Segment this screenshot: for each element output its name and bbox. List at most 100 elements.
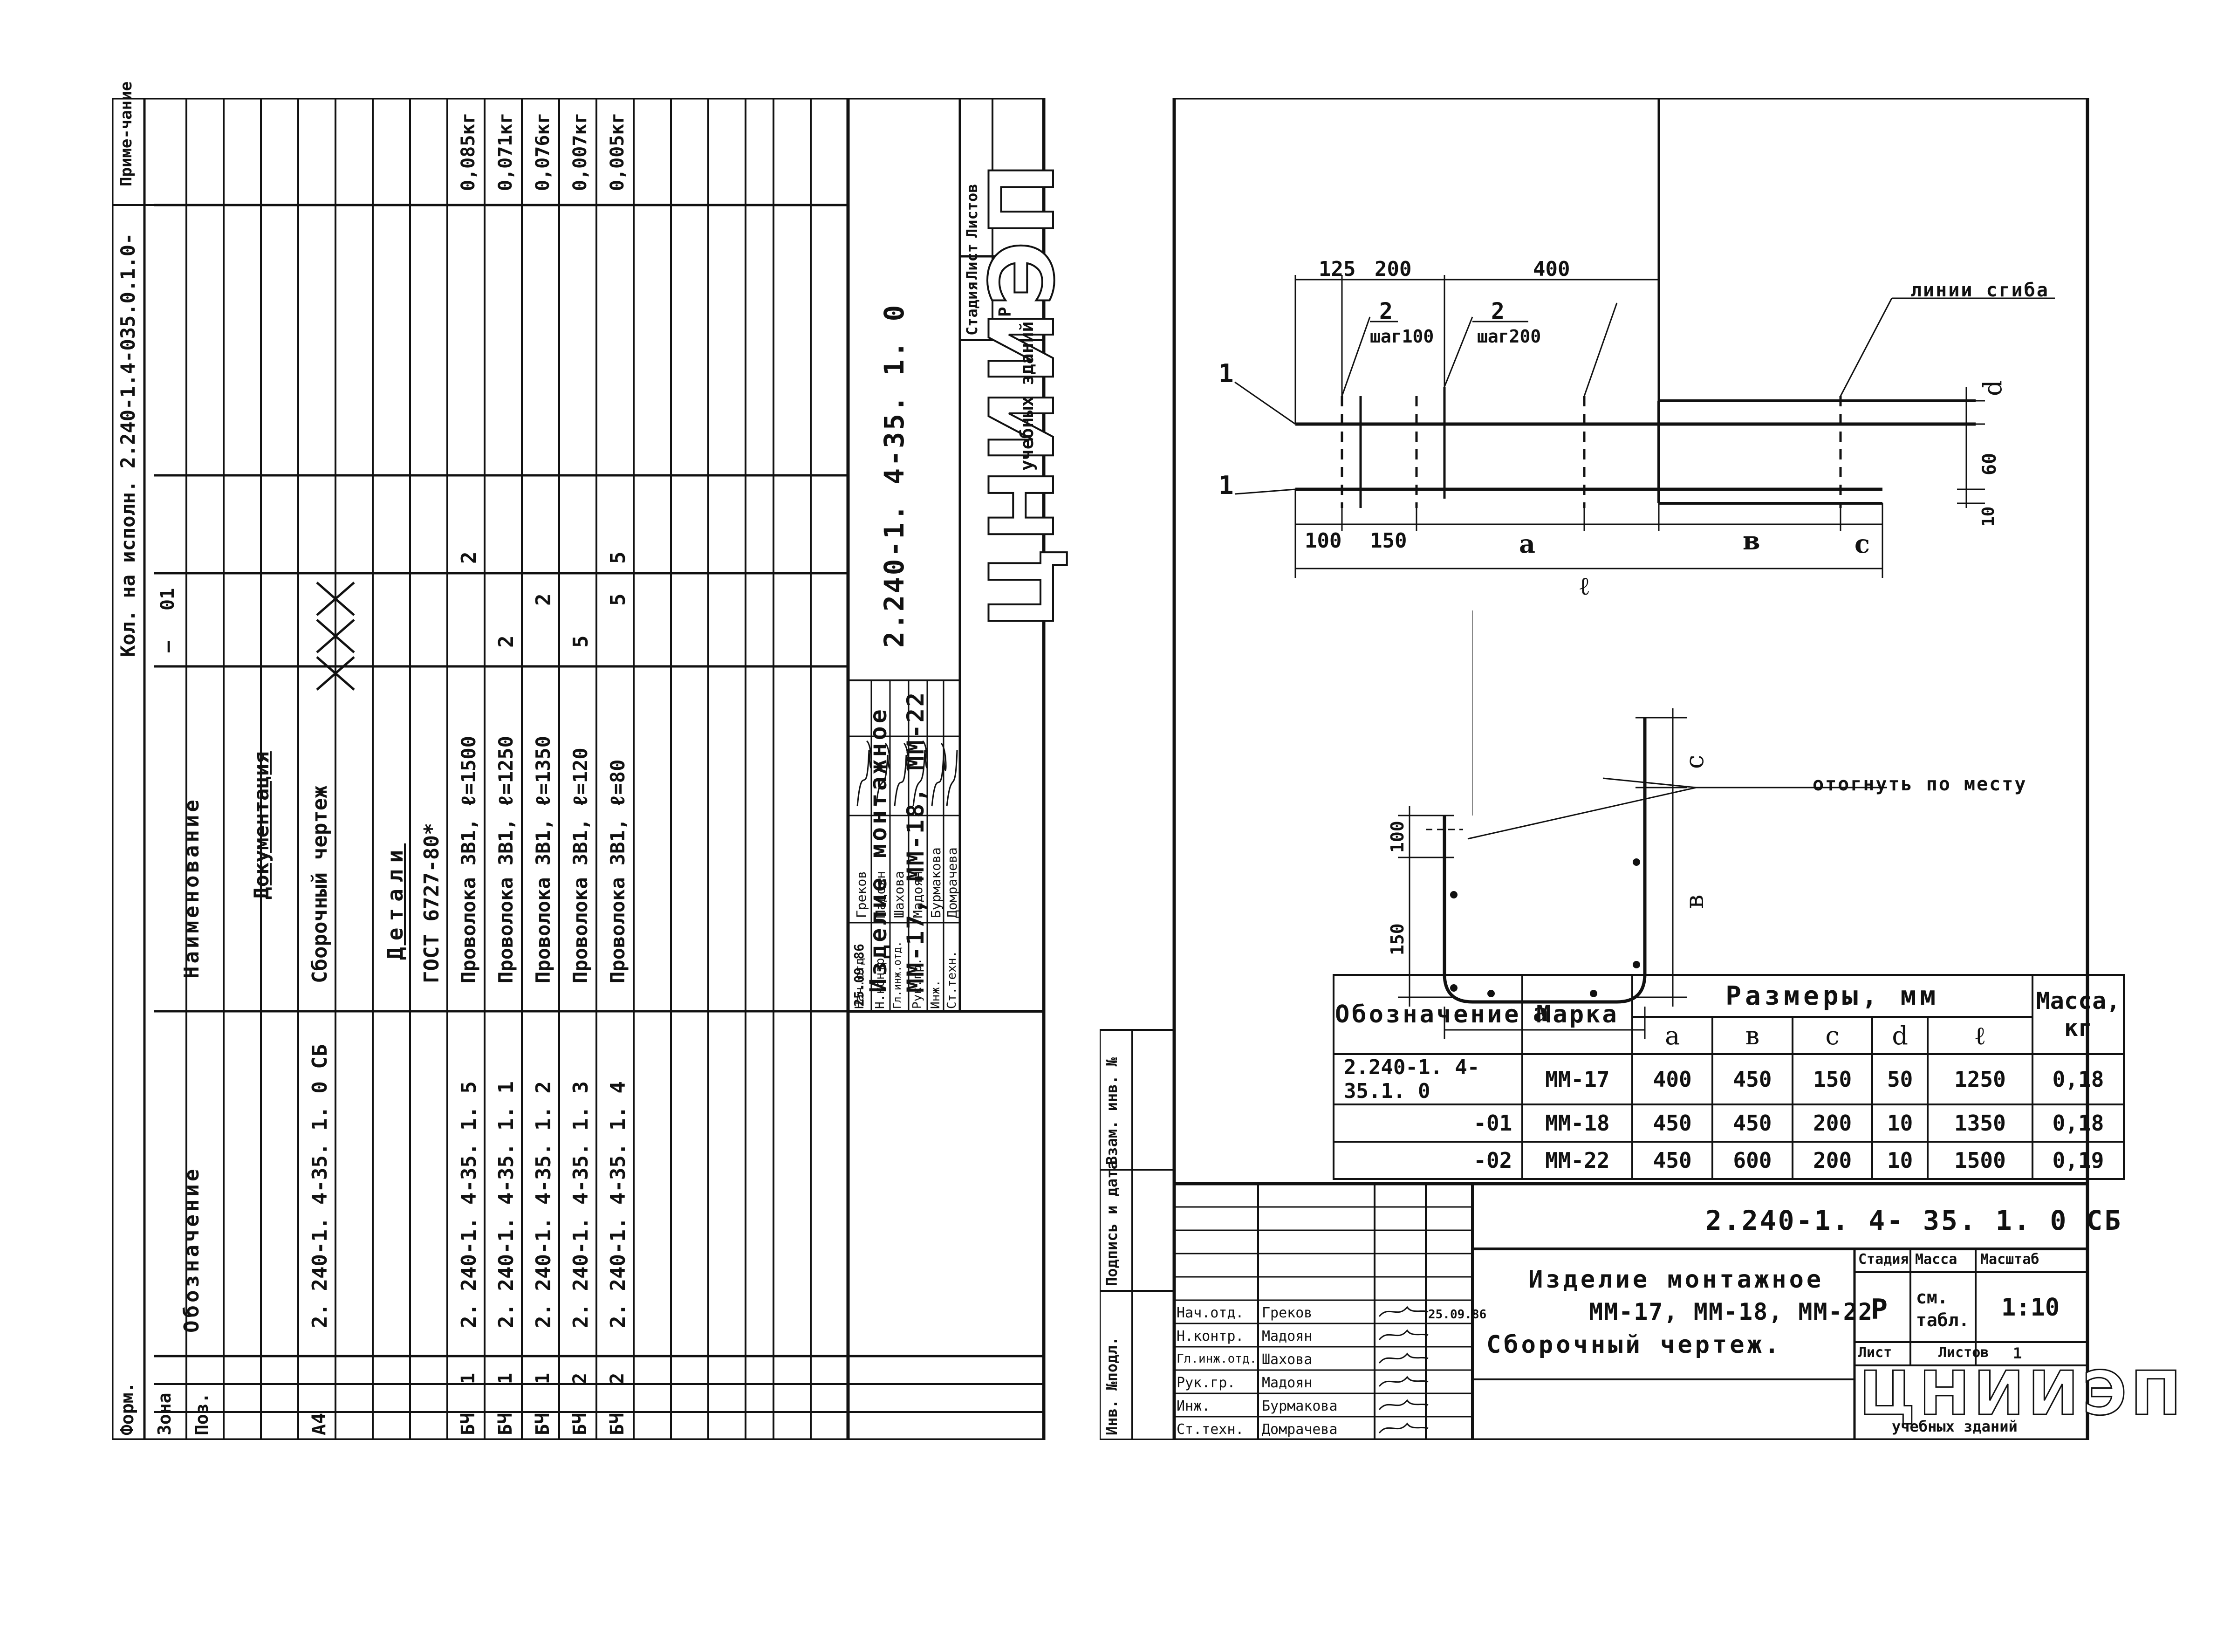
- drawing-sheet-label: Лист: [1858, 1344, 1892, 1361]
- drawing-sheets: 1: [2013, 1344, 2022, 1362]
- table-row: -02 ММ-22 450 600 200 10 1500 0,19: [1332, 1141, 2125, 1180]
- cell-designation: -01: [1332, 1104, 1524, 1143]
- dim-150: 150: [1370, 529, 1407, 553]
- bar-plan-view: [1234, 98, 2055, 578]
- drawing-stage-label: Стадия: [1858, 1251, 1909, 1268]
- drawing-signatures: [1378, 1306, 1429, 1433]
- dim-60: 60: [1979, 452, 2000, 475]
- row5-name: Проволока 3В1, ℓ=1250: [494, 736, 517, 983]
- cell-designation: 2.240-1. 4-35.1. 0: [1332, 1053, 1524, 1105]
- dim-l: ℓ: [1580, 571, 1589, 601]
- spec-staff-role-2: Н.контр.: [873, 950, 887, 1009]
- staff-name-2: Мадоян: [1262, 1328, 1313, 1344]
- dim-200: 200: [1375, 257, 1412, 281]
- th-sizes: Размеры, мм: [1631, 974, 2033, 1018]
- spec-staff-name-5: Бурмакова: [928, 847, 944, 918]
- label-bend-lines: линии сгиба: [1910, 280, 2049, 301]
- spec-staff-name-1: Греков: [854, 871, 869, 918]
- row8-note: 0,005кг: [607, 112, 628, 191]
- cell-c: 200: [1791, 1104, 1874, 1143]
- qty-col-1: –: [157, 641, 178, 652]
- row8-qty-3: 5: [606, 551, 630, 564]
- dim-c: c: [1854, 529, 1870, 559]
- staff-role-3: Гл.инж.отд.: [1177, 1352, 1257, 1366]
- drawing-title-3: Сборочный чертеж.: [1486, 1331, 1782, 1359]
- cell-a: 450: [1631, 1141, 1714, 1180]
- stamp-inv-no: Инв. №подл.: [1103, 1337, 1121, 1435]
- cell-c: 200: [1791, 1141, 1874, 1180]
- spec-staff-role-1: Нач.отд.: [853, 950, 867, 1009]
- row4-pos: 1: [458, 1372, 479, 1384]
- section-documentation: Документация: [250, 751, 274, 899]
- staff-role-4: Рук.гр.: [1177, 1375, 1236, 1391]
- cell-d: 10: [1871, 1104, 1929, 1143]
- shape-dim-150: 150: [1387, 923, 1408, 955]
- drawing-date: 25.09.86: [1428, 1308, 1487, 1322]
- qty-col-2: 01: [157, 588, 178, 610]
- header-designation: Обозначение: [180, 1166, 204, 1333]
- row4-name: Проволока 3В1, ℓ=1500: [457, 736, 480, 983]
- spec-staff-role-3: Гл.инж.отд.: [892, 941, 903, 1009]
- row8-qty-2: 5: [606, 593, 630, 606]
- row5-qty: 2: [494, 635, 518, 648]
- cell-mark: ММ-17: [1521, 1053, 1634, 1105]
- spec-signatures: [856, 740, 958, 807]
- row1-name: Сборочный чертеж: [308, 786, 332, 983]
- row6-name: Проволока 3В1, ℓ=1350: [532, 736, 554, 983]
- cell-a: 400: [1631, 1053, 1714, 1105]
- row8-pos: 2: [607, 1372, 628, 1384]
- row4-qty: 2: [457, 551, 481, 564]
- spec-staff-name-2: Мадоян: [873, 871, 888, 918]
- th-designation: Обозначение: [1332, 974, 1524, 1055]
- dim-d: d: [1978, 380, 2007, 396]
- th-c: c: [1791, 1016, 1874, 1055]
- spec-staff-role-6: Ст.техн.: [945, 950, 959, 1009]
- staff-name-6: Домрачева: [1262, 1421, 1338, 1438]
- cell-b: 600: [1711, 1141, 1793, 1180]
- row6-note: 0,076кг: [532, 112, 554, 191]
- shape-dim-c: c: [1680, 754, 1709, 769]
- staff-name-1: Греков: [1262, 1305, 1313, 1321]
- table-row: 2.240-1. 4-35.1. 0 ММ-17 400 450 150 50 …: [1332, 1053, 2125, 1105]
- row1-format: А4: [308, 1412, 330, 1435]
- dim-10: 10: [1979, 506, 1998, 527]
- header-note: Приме-чание: [117, 81, 136, 186]
- dim-100: 100: [1305, 529, 1342, 553]
- cell-mark: ММ-18: [1521, 1104, 1634, 1143]
- th-a: a: [1631, 1016, 1714, 1055]
- spec-staff-name-3: Шахова: [891, 871, 907, 918]
- th-mark: Марка: [1521, 974, 1634, 1055]
- th-mass: Масса, кг: [2032, 974, 2125, 1055]
- th-b: в: [1711, 1016, 1793, 1055]
- row5-note: 0,071кг: [495, 112, 516, 191]
- cell-l: 1350: [1926, 1104, 2034, 1143]
- stamp-signature-date: Подпись и дата: [1103, 1160, 1121, 1286]
- drawing-sheets-label: Листов: [1938, 1344, 1989, 1361]
- staff-name-4: Мадоян: [1262, 1375, 1313, 1391]
- pos-1-bottom: 1: [1218, 471, 1234, 500]
- stamp-replace-inv: Взам. инв. №: [1103, 1057, 1121, 1165]
- cell-mass: 0,19: [2032, 1141, 2125, 1180]
- staff-role-5: Инж.: [1177, 1398, 1211, 1414]
- staff-name-3: Шахова: [1262, 1351, 1313, 1368]
- th-d: d: [1871, 1016, 1929, 1055]
- row6-pos: 1: [532, 1372, 554, 1384]
- cell-designation: -02: [1332, 1141, 1524, 1180]
- pos-2-step100: шаг100: [1370, 326, 1434, 347]
- drawing-mass-label: Масса: [1915, 1251, 1957, 1268]
- row7-format: БЧ: [569, 1412, 591, 1435]
- spec-org-sub: учебных зданий: [1017, 321, 1037, 471]
- pos-2-step100-num: 2: [1379, 298, 1393, 324]
- drawing-mass: см. табл.: [1916, 1287, 1970, 1331]
- specification-sheet: Форм. Зона Поз. Обозначение Наименование…: [112, 82, 1075, 1440]
- row8-designation: 2. 240-1. 4-35. 1. 4: [606, 1081, 630, 1328]
- cell-d: 50: [1871, 1053, 1929, 1105]
- staff-name-5: Бурмакова: [1262, 1398, 1338, 1414]
- cell-b: 450: [1711, 1053, 1793, 1105]
- row5-designation: 2. 240-1. 4-35. 1. 1: [494, 1081, 518, 1328]
- spec-code: 2.240-1. 4-35. 1. 0: [878, 303, 910, 648]
- drawing-frame: [1100, 98, 2089, 1440]
- assembly-drawing-sheet: 125 200 400 100 150 a в c ℓ d 60 10 1 1 …: [1100, 98, 2182, 1440]
- th-l: ℓ: [1926, 1016, 2034, 1055]
- dimensions-table: Обозначение Марка Размеры, мм Масса, кг …: [1332, 974, 2125, 1180]
